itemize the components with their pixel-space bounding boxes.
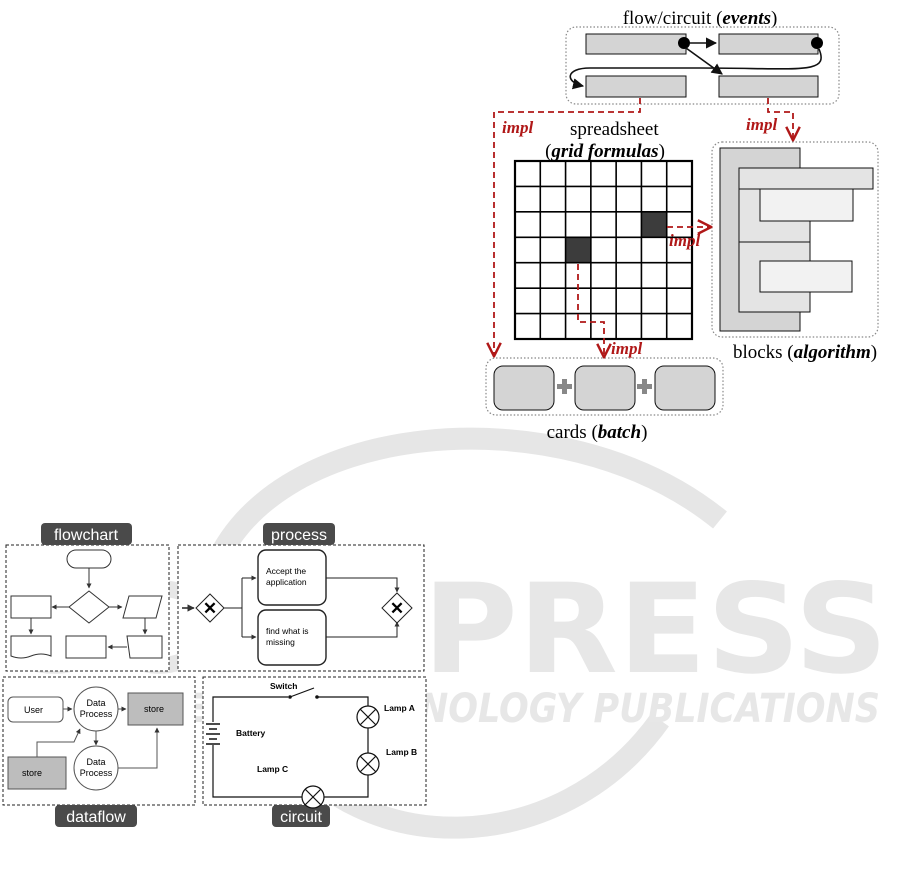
- spreadsheet-grid-frame: [513, 159, 694, 341]
- flowchart-process: [10, 595, 52, 619]
- store2-label: store: [22, 768, 42, 778]
- task-accept-line1: Accept the: [266, 566, 306, 576]
- flow-arrow-2-3: [569, 48, 822, 90]
- cards-label: cards (batch): [547, 422, 648, 443]
- process-gateway-split: [195, 593, 225, 623]
- impl-arrow-cell-to-cards: [577, 264, 604, 356]
- lamp-b-label: Lamp B: [386, 747, 417, 757]
- plus-icon-2: [637, 379, 652, 394]
- block-inner-2: [759, 260, 853, 293]
- dataflow-panel: dataflow User Data Process store Data Pr…: [2, 676, 196, 827]
- process1-line1: Data: [86, 698, 105, 708]
- process2-line1: Data: [86, 757, 105, 767]
- dataflow-store-1: [127, 692, 184, 726]
- blocks-container: [711, 141, 879, 338]
- flow-box-3: [585, 75, 687, 98]
- lamp-c-label: Lamp C: [257, 764, 288, 774]
- task-accept-line2: application: [266, 577, 307, 587]
- circuit-wire-top: [212, 696, 288, 722]
- lamp-a-icon: [356, 705, 380, 729]
- tab-flowchart-label: flowchart: [54, 527, 119, 544]
- store1-label: store: [144, 704, 164, 714]
- tab-flowchart: [41, 523, 132, 545]
- flow-dot-1: [678, 37, 690, 49]
- flow-dot-2: [811, 37, 823, 49]
- lamp-a-label: Lamp A: [384, 703, 415, 713]
- spreadsheet-grid-lines: [515, 161, 692, 339]
- flow-box-1: [585, 33, 687, 55]
- flowchart-data: [122, 595, 163, 619]
- switch-lever: [289, 687, 315, 698]
- tab-circuit: [272, 805, 330, 827]
- card-3: [654, 365, 716, 411]
- process-panel: process ✕ Accept the application find wh…: [177, 523, 425, 672]
- grid-cell-dark-2: [566, 238, 591, 263]
- bottom-collage: flowchart process ✕: [2, 523, 427, 827]
- top-diagram: flow/circuit (events) spreadsheet (grid …: [485, 8, 879, 443]
- process-gateway-join: [381, 592, 413, 624]
- blocks-label: blocks (algorithm): [733, 342, 877, 363]
- gateway-join-x-icon: ✕: [390, 599, 404, 618]
- tab-process: [263, 523, 335, 545]
- process1-line2: Process: [80, 709, 113, 719]
- flowchart-terminal: [66, 549, 112, 569]
- grid-cell-dark-1: [641, 212, 666, 237]
- flowchart-decision: [68, 590, 110, 624]
- flow-box-2: [718, 33, 819, 55]
- flow-box-4: [718, 75, 819, 98]
- flow-container: [565, 26, 840, 105]
- circuit-panel: circuit Battery Switch: [202, 676, 427, 827]
- block-level-2: [738, 167, 874, 190]
- flow-arrow-1-4: [685, 47, 723, 75]
- card-1: [493, 365, 555, 411]
- battery-icon: [206, 723, 220, 745]
- battery-label: Battery: [236, 728, 266, 738]
- lamp-b-icon: [356, 752, 380, 776]
- process2-line2: Process: [80, 768, 113, 778]
- grid-formulas-label: (grid formulas): [545, 141, 665, 162]
- impl-label-cards: impl: [502, 118, 533, 137]
- impl-arrow-flow-to-cards: [494, 98, 641, 355]
- impl-label-blocks: impl: [746, 115, 777, 134]
- block-inner-1: [759, 188, 854, 222]
- flowchart-process-2: [65, 635, 107, 659]
- lamp-c-icon: [301, 785, 325, 809]
- flow-circuit-title: flow/circuit (events): [623, 8, 778, 29]
- impl-arrow-flow-to-blocks: [767, 98, 793, 139]
- task-find-line2: missing: [266, 637, 295, 647]
- impl-label-grid: impl: [611, 339, 642, 358]
- card-2: [574, 365, 636, 411]
- tab-dataflow-label: dataflow: [66, 809, 126, 826]
- switch-label: Switch: [270, 681, 297, 691]
- flowchart-panel: flowchart: [5, 523, 170, 672]
- dataflow-store-2: [7, 756, 67, 790]
- impl-label-cell: impl: [669, 231, 700, 250]
- tab-dataflow: [55, 805, 137, 827]
- spreadsheet-label: spreadsheet: [570, 119, 659, 140]
- dataflow-user-label: User: [24, 705, 43, 715]
- gateway-x-icon: ✕: [203, 599, 217, 618]
- task-find-line1: find what is: [266, 626, 309, 636]
- flowchart-document: [10, 635, 52, 659]
- tab-process-label: process: [271, 527, 327, 544]
- tab-circuit-label: circuit: [280, 809, 322, 826]
- plus-icon-1: [557, 379, 572, 394]
- watermark-ring: [199, 427, 727, 584]
- flowchart-manual: [126, 635, 163, 659]
